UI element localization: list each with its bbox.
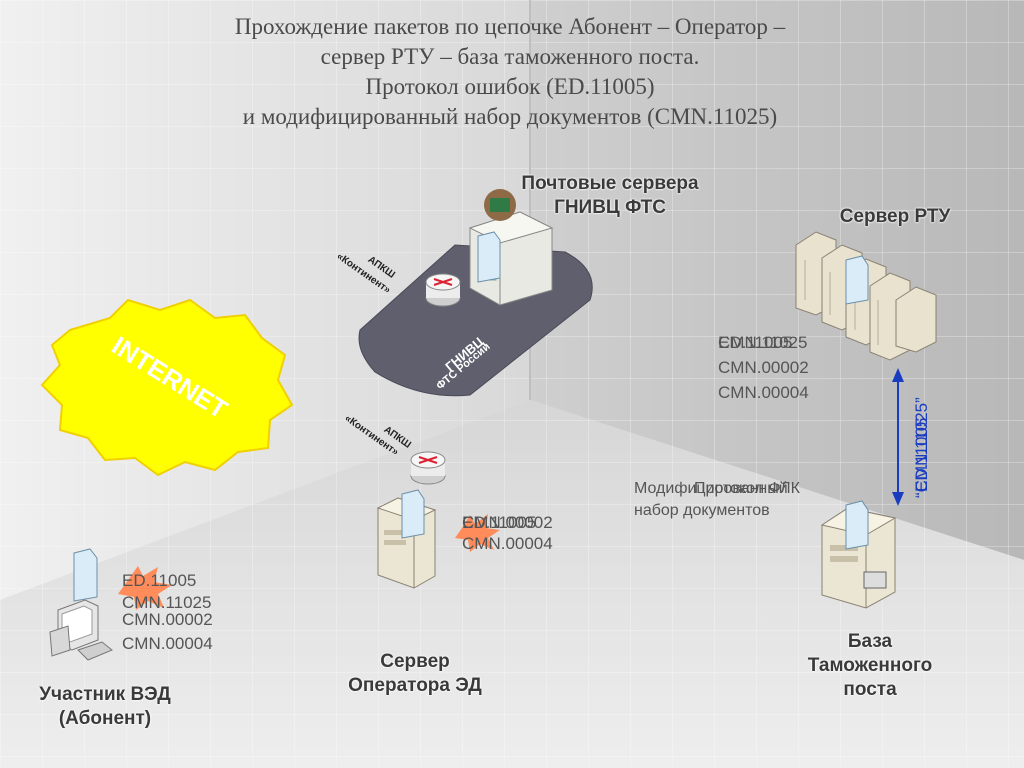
participant-label-line1: Участник ВЭД xyxy=(39,684,171,705)
customs-label-line1: База xyxy=(847,631,893,652)
gnivc-label: Почтовые сервера ГНИВЦ ФТС xyxy=(500,172,720,220)
operator-label-line2: Оператора ЭД xyxy=(348,675,482,696)
customs-document-icon xyxy=(845,500,869,550)
participant-code-4: CMN.00004 xyxy=(122,634,213,653)
customs-label: База Таможенного поста xyxy=(780,630,960,702)
title-line-4: и модифицированный набор документов (CMN… xyxy=(242,104,778,129)
operator-code-3: CMN.00004 xyxy=(462,534,553,553)
operator-code-2: ED.11005 xyxy=(462,513,537,532)
operator-label: Сервер Оператора ЭД xyxy=(320,650,510,698)
rtu-code-1: ED.11005 xyxy=(718,333,793,352)
participant-label: Участник ВЭД (Абонент) xyxy=(10,683,200,731)
gnivc-label-line1: Почтовые сервера xyxy=(521,173,699,194)
operator-code-1: CMN.00002 xyxy=(462,513,553,532)
slide-title: Прохождение пакетов по цепочке Абонент –… xyxy=(130,12,890,132)
customs-flow-line2: набор документов xyxy=(634,502,770,519)
title-line-2: сервер РТУ – база таможенного поста. xyxy=(320,44,700,69)
customs-label-line2: Таможенного xyxy=(807,655,933,676)
participant-code-2: CMN.11025 xyxy=(122,593,212,612)
customs-flow-line1b: Протокол ФЛК xyxy=(694,480,800,497)
operator-document-icon xyxy=(401,489,425,539)
rtu-code-4: CMN.00004 xyxy=(718,383,809,402)
participant-error-burst-icon xyxy=(118,566,172,610)
rtu-code-3: CMN.00002 xyxy=(718,358,809,377)
keyboard-icon xyxy=(77,641,113,661)
participant-code-1: ED.11005 xyxy=(122,571,197,590)
title-line-1: Прохождение пакетов по цепочке Абонент –… xyxy=(234,14,786,39)
operator-label-line1: Сервер xyxy=(380,651,450,672)
title-line-3: Протокол ошибок (ED.11005) xyxy=(365,74,655,99)
rtu-label: Сервер РТУ xyxy=(839,206,951,227)
participant-label-line2: (Абонент) xyxy=(58,708,152,729)
customs-monitor-icon xyxy=(863,571,887,589)
rtu-document-icon xyxy=(845,255,869,305)
customs-flow-line1a: Модифицированный xyxy=(634,480,788,497)
gnivc-label-line2: ГНИВЦ ФТС xyxy=(554,197,666,218)
participant-document-icon xyxy=(73,548,98,602)
customs-label-line3: поста xyxy=(843,679,897,700)
operator-error-burst-icon xyxy=(455,514,500,552)
participant-code-3: CMN.00002 xyxy=(122,610,213,629)
rtu-code-2: CMN.11025 xyxy=(718,333,808,352)
